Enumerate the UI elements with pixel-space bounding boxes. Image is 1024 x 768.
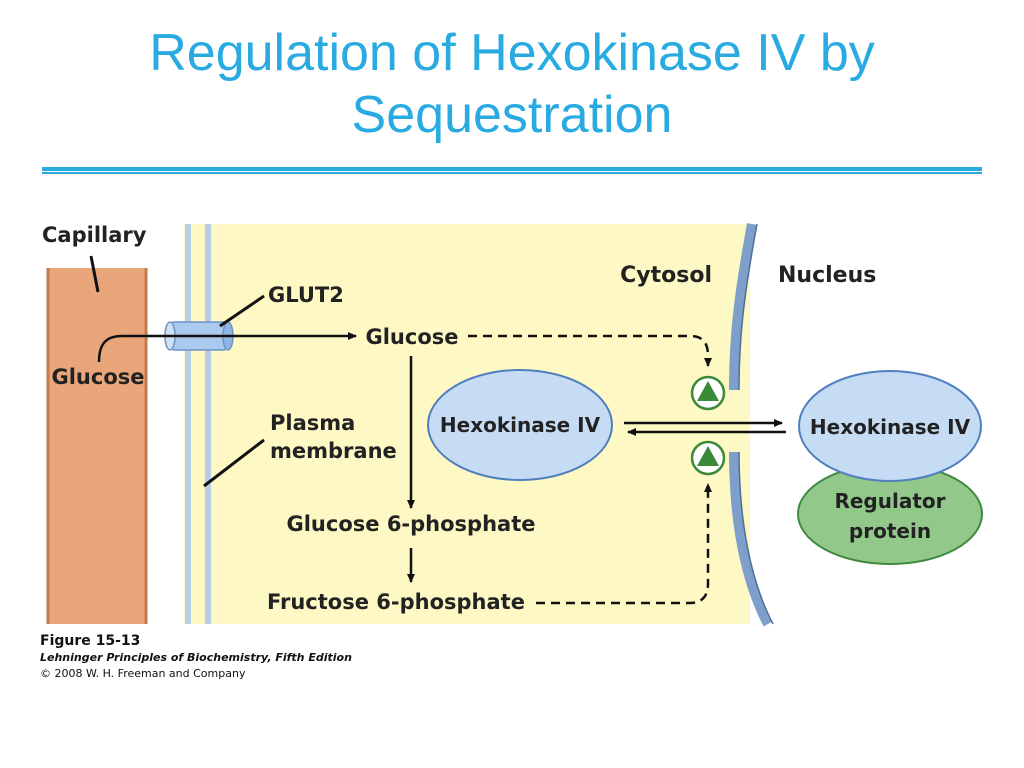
g6p-label: Glucose 6-phosphate bbox=[287, 512, 536, 536]
glucose-transport-arrow bbox=[97, 332, 357, 363]
glut2-label: GLUT2 bbox=[268, 283, 344, 307]
hexokinase-nuclear-label: Hexokinase IV bbox=[810, 415, 971, 439]
hexokinase-cytosolic-label: Hexokinase IV bbox=[440, 413, 601, 437]
hexokinase-cytosolic bbox=[427, 369, 613, 481]
glucose-activation-symbol bbox=[690, 375, 726, 411]
translocation-arrows bbox=[624, 419, 786, 436]
book-title: Lehninger Principles of Biochemistry, Fi… bbox=[40, 651, 352, 664]
plasma-membrane-label-line2: membrane bbox=[270, 439, 397, 463]
hexokinase-nuclear bbox=[798, 370, 982, 482]
slide-title: Regulation of Hexokinase IV by Sequestra… bbox=[0, 22, 1024, 146]
plasma-membrane-label-line1: Plasma bbox=[270, 411, 355, 435]
title-line-2: Sequestration bbox=[351, 86, 673, 144]
regulator-label-line1: Regulator bbox=[834, 489, 945, 513]
nuclear-envelope-lower bbox=[729, 451, 773, 627]
cytosol-label: Cytosol bbox=[620, 263, 712, 288]
title-line-1: Regulation of Hexokinase IV by bbox=[149, 24, 875, 82]
f6p-label: Fructose 6-phosphate bbox=[267, 590, 525, 614]
capillary-pointer bbox=[89, 255, 100, 293]
glucose-cell-label: Glucose bbox=[365, 325, 458, 349]
f6p-activation-symbol bbox=[690, 440, 726, 476]
nucleus-label: Nucleus bbox=[778, 263, 876, 288]
nuclear-envelope bbox=[729, 223, 757, 391]
capillary-vessel bbox=[47, 268, 147, 624]
nuclear-envelope-edge bbox=[738, 223, 774, 625]
copyright-notice: © 2008 W. H. Freeman and Company bbox=[40, 667, 246, 680]
regulator-label-line2: protein bbox=[849, 519, 931, 543]
f6p-activation-path bbox=[536, 483, 712, 605]
plasma-membrane-pointer bbox=[203, 438, 265, 488]
figure-number: Figure 15-13 bbox=[40, 633, 141, 649]
figure-caption: Figure 15-13 Lehninger Principles of Bio… bbox=[40, 632, 352, 682]
glut2-pointer bbox=[219, 294, 265, 328]
glucose-blood-label: Glucose bbox=[51, 365, 144, 389]
title-divider bbox=[42, 167, 982, 174]
capillary-label: Capillary bbox=[42, 223, 147, 247]
